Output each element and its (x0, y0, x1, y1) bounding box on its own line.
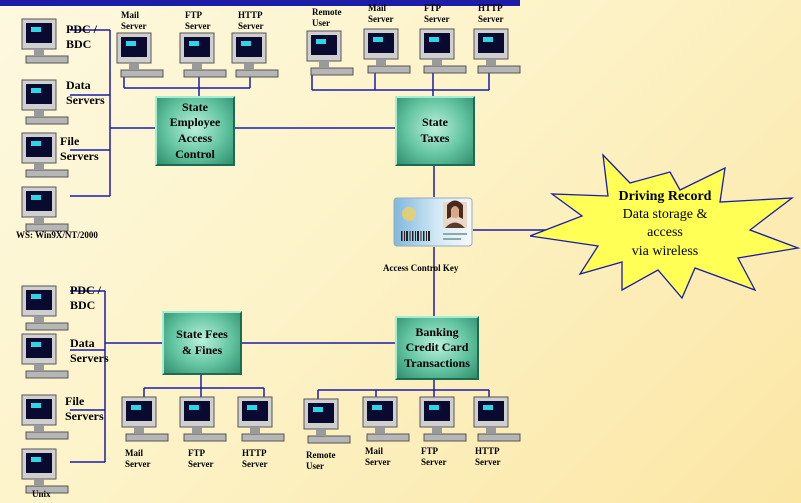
state-fees-fines-box: State Fees & Fines (162, 311, 242, 375)
bottom-remote-user-icon (303, 398, 351, 444)
bottom-data-server-computer-icon (21, 333, 69, 379)
banking-credit-card-box: Banking Credit Card Transactions (395, 316, 479, 380)
driving-record-callout-text: Driving Record Data storage & access via… (590, 188, 740, 261)
file-server-computer-icon (21, 132, 69, 178)
bottom-right-ftp-server-label: FTP Server (421, 446, 447, 468)
bottom-mail-server-label: Mail Server (125, 448, 151, 470)
state-taxes-box: State Taxes (395, 96, 475, 166)
access-control-key-card-icon (393, 197, 473, 247)
top-right-http-server-label: HTTP Server (478, 3, 504, 25)
bottom-file-servers-label: File Servers (65, 394, 104, 423)
top-http-server-icon (231, 32, 279, 78)
workstation-label: WS: Win9X/NT/2000 (16, 230, 98, 240)
bottom-mail-server-icon (121, 396, 169, 442)
workstation-computer-icon (21, 186, 69, 232)
state-employee-access-control-box: State Employee Access Control (155, 96, 235, 166)
bottom-right-http-server-label: HTTP Server (475, 446, 501, 468)
bottom-right-http-server-icon (473, 396, 521, 442)
callout-line-1: Data storage & (622, 207, 708, 223)
data-server-computer-icon (21, 79, 69, 125)
top-right-http-server-icon (473, 28, 521, 74)
top-right-ftp-server-label: FTP Server (424, 3, 450, 25)
callout-line-3: via wireless (631, 243, 699, 259)
callout-line-2: access (647, 225, 683, 241)
bottom-remote-user-label: Remote User (306, 450, 336, 472)
top-mail-server-icon (116, 32, 164, 78)
bottom-ftp-server-label: FTP Server (188, 448, 214, 470)
bottom-http-server-label: HTTP Server (242, 448, 268, 470)
state-fees-fines-label: State Fees & Fines (176, 327, 228, 357)
pdc-bdc-computer-icon (21, 18, 69, 64)
driving-record-title: Driving Record (618, 189, 712, 204)
state-taxes-label: State Taxes (420, 115, 450, 145)
bottom-pdc-bdc-computer-icon (21, 285, 69, 331)
bottom-right-mail-server-label: Mail Server (365, 446, 391, 468)
bottom-right-mail-server-icon (362, 396, 410, 442)
bottom-ftp-server-icon (179, 396, 227, 442)
top-ftp-server-icon (179, 32, 227, 78)
bottom-http-server-icon (237, 396, 285, 442)
top-remote-user-icon (306, 30, 354, 76)
pdc-bdc-label: PDC / BDC (66, 22, 97, 51)
bottom-data-servers-label: Data Servers (70, 336, 109, 365)
top-remote-user-label: Remote User (312, 7, 342, 29)
top-ftp-server-label: FTP Server (185, 10, 211, 32)
data-servers-label: Data Servers (66, 78, 105, 107)
title-banner-strip (0, 0, 520, 6)
unix-label: Unix (32, 489, 51, 499)
top-right-mail-server-label: Mail Server (368, 3, 394, 25)
bottom-pdc-bdc-label: PDC / BDC (70, 283, 101, 312)
access-control-key-label: Access Control Key (383, 263, 459, 273)
top-http-server-label: HTTP Server (238, 10, 264, 32)
state-employee-access-control-label: State Employee Access Control (169, 99, 221, 161)
driving-record-burst-callout (530, 153, 801, 300)
top-mail-server-label: Mail Server (121, 10, 147, 32)
bottom-right-ftp-server-icon (419, 396, 467, 442)
banking-credit-card-label: Banking Credit Card Transactions (404, 324, 470, 370)
file-servers-label: File Servers (60, 134, 99, 163)
top-right-ftp-server-icon (419, 28, 467, 74)
top-right-mail-server-icon (363, 28, 411, 74)
bottom-file-server-computer-icon (21, 394, 69, 440)
unix-computer-icon (21, 448, 69, 494)
